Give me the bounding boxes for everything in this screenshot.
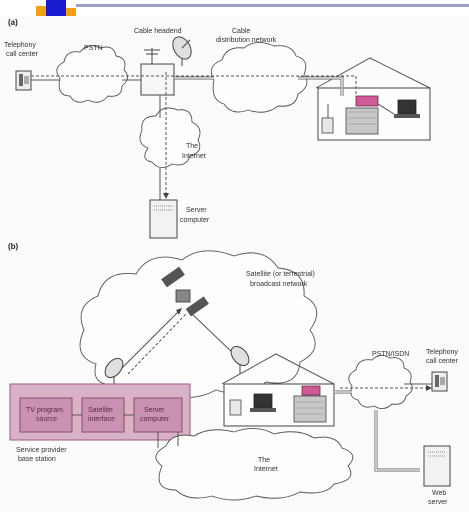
banner-orange-block <box>36 6 46 16</box>
b-home <box>221 353 335 427</box>
b-web-server-icon <box>423 445 451 487</box>
a-cable-network-label-1: Cable <box>232 28 250 35</box>
b-sat-interface-label-2: interface <box>88 416 115 423</box>
b-home-tv-icon <box>293 395 327 423</box>
a-settop-box <box>355 95 379 107</box>
b-tv-program-source-box: TV program source <box>19 397 73 433</box>
a-antenna-icon <box>144 48 160 64</box>
banner-rule <box>76 4 469 7</box>
a-home <box>315 57 431 141</box>
b-satellite-icon <box>161 266 209 317</box>
b-tv-source-label-1: TV program <box>26 407 63 414</box>
b-satellite-interface-box: Satellite interface <box>81 397 125 433</box>
b-internet-cloud <box>155 428 354 501</box>
panel-b: (b) Satellite (or terrestrial) broadcast… <box>8 242 459 506</box>
a-home-laptop-icon <box>394 99 420 118</box>
b-server-label-1: Server <box>144 407 165 414</box>
b-service-provider-label-2: base station <box>18 456 56 463</box>
b-server-label-2: computer <box>140 416 170 423</box>
a-telephony-label-1: Telephony <box>4 42 36 49</box>
b-telephony-label-2: call center <box>426 358 459 365</box>
a-server-label-1: Server <box>186 207 207 214</box>
b-settop-box <box>301 385 321 396</box>
b-satellite-network-label-2: broadcast network <box>250 281 308 288</box>
b-server-computer-box: Server computer <box>133 397 183 433</box>
b-internet-label-2: Internet <box>254 466 278 473</box>
a-internet-label-1: The <box>186 143 198 150</box>
a-links <box>31 72 395 200</box>
b-web-server-label-1: Web <box>432 490 446 497</box>
a-cable-network-cloud <box>210 42 308 113</box>
panel-b-label: (b) <box>8 242 19 251</box>
b-service-provider-label-1: Service provider <box>16 447 67 454</box>
b-home-telephone-icon <box>229 399 242 416</box>
panel-a-label: (a) <box>8 18 18 27</box>
panel-a: (a) Telephony call center PSTN Cable hea… <box>4 18 431 239</box>
top-banner <box>0 0 469 16</box>
a-server-computer-icon <box>149 199 178 239</box>
b-home-dish-icon <box>230 345 250 374</box>
banner-orange-block-2 <box>66 8 76 16</box>
a-telephone-icon <box>15 70 32 91</box>
b-sat-interface-label-1: Satellite <box>88 407 113 414</box>
b-telephone-icon <box>431 371 448 392</box>
a-telephony-label-2: call center <box>6 51 39 58</box>
a-headend-box <box>140 63 175 96</box>
a-cable-network-label-2: distribution network <box>216 37 277 44</box>
a-pstn-cloud <box>56 45 128 103</box>
b-links <box>72 383 432 472</box>
banner-blue-block <box>46 0 66 16</box>
b-pstn-isdn-label: PSTN/ISDN <box>372 351 409 358</box>
b-web-server-label-2: server <box>428 499 448 506</box>
b-satellite-network-label-1: Satellite (or terrestrial) <box>246 271 315 278</box>
b-tv-source-label-2: source <box>36 416 57 423</box>
a-home-telephone-icon <box>321 117 334 134</box>
a-pstn-label: PSTN <box>84 45 103 52</box>
a-server-label-2: computer <box>180 217 210 224</box>
b-internet-label-1: The <box>258 457 270 464</box>
a-home-tv-icon <box>345 107 379 135</box>
a-cable-headend-label: Cable headend <box>134 28 182 35</box>
b-pstn-isdn-cloud <box>348 355 413 409</box>
a-internet-label-2: Internet <box>182 153 206 160</box>
b-home-pc-icon <box>250 393 276 412</box>
a-internet-cloud <box>139 107 201 168</box>
b-telephony-label-1: Telephony <box>426 349 458 356</box>
a-satellite-dish-icon <box>172 36 192 66</box>
